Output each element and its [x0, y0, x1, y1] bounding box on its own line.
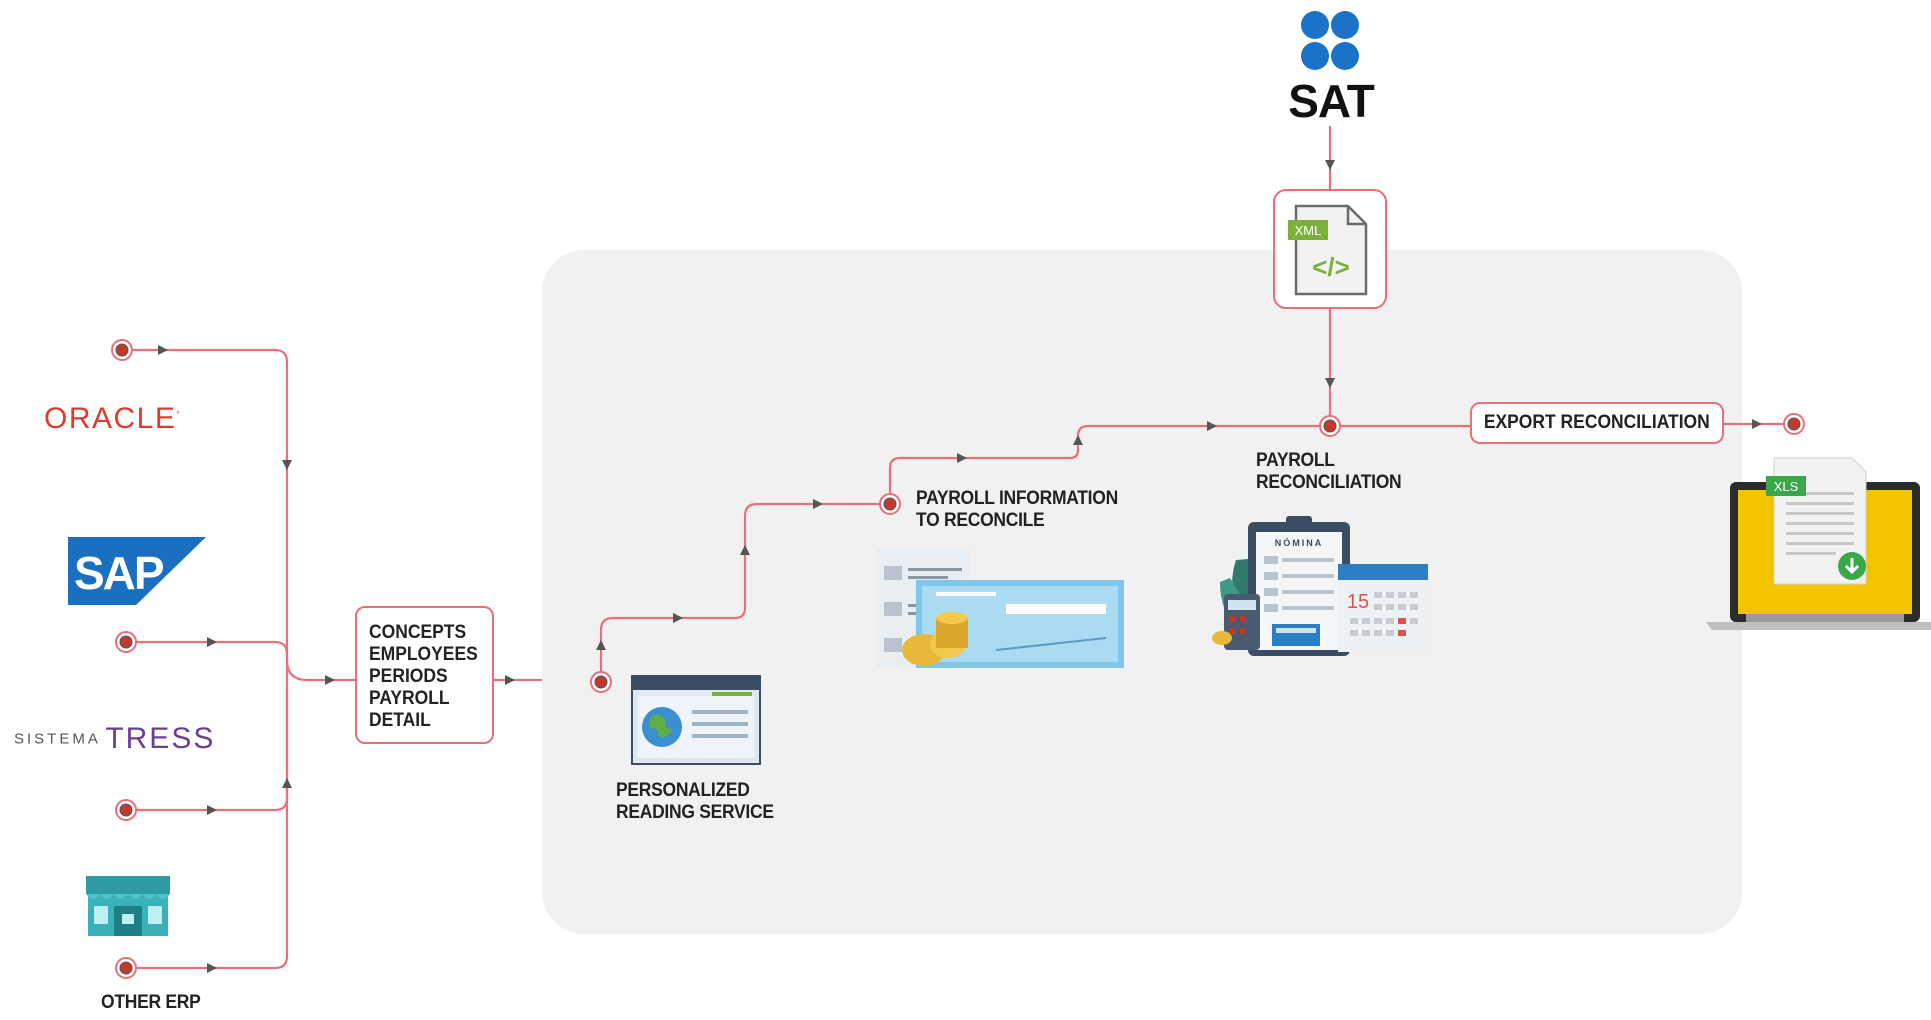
payroll-info-label: PAYROLL INFORMATION TO RECONCILE	[916, 488, 1118, 531]
sat-logo-dots	[1301, 11, 1359, 70]
xml-badge: XML	[1295, 223, 1322, 238]
extract-line-periods: PERIODS	[369, 666, 448, 687]
clipboard-calendar-icon: NÓMINA 15	[1212, 516, 1428, 656]
extract-line-concepts: CONCEPTS	[369, 622, 467, 643]
browser-globe-icon	[631, 675, 761, 765]
extract-data-box: CONCEPTS EMPLOYEES PERIODS PAYROLL DETAI…	[355, 606, 494, 744]
xml-file-icon: XML </>	[1273, 189, 1387, 309]
nomina-label: NÓMINA	[1275, 537, 1324, 548]
process-nodes	[590, 413, 1805, 693]
xls-badge: XLS	[1774, 479, 1799, 494]
sap-logo: SAP ®	[68, 537, 206, 605]
sat-logo-text: SAT	[1288, 75, 1375, 127]
payroll-reconciliation-label: PAYROLL RECONCILIATION	[1256, 450, 1402, 493]
process-panel	[542, 250, 1742, 934]
tress-logo: SISTEMA TRESS	[14, 722, 216, 755]
export-reconciliation-label: EXPORT RECONCILIATION	[1484, 412, 1710, 433]
source-nodes	[111, 339, 137, 979]
oracle-logo: ORACLE°	[44, 402, 182, 435]
xml-code-symbol: </>	[1312, 252, 1350, 282]
extract-line-detail: DETAIL	[369, 710, 431, 731]
svg-text:®: ®	[154, 596, 160, 605]
process-connectors	[599, 126, 1794, 682]
extract-line-payroll: PAYROLL	[369, 688, 450, 709]
export-reconciliation-button[interactable]: EXPORT RECONCILIATION	[1470, 402, 1724, 444]
payroll-documents-icon	[876, 548, 1124, 668]
extract-line-employees: EMPLOYEES	[369, 644, 478, 665]
other-erp-label: OTHER ERP	[101, 992, 201, 1013]
laptop-download-icon: XLS	[1706, 457, 1931, 630]
svg-text:SAP: SAP	[74, 547, 164, 599]
calendar-day: 15	[1347, 591, 1369, 613]
process-arrows	[596, 160, 1762, 650]
source-arrows	[158, 345, 515, 973]
reading-service-label: PERSONALIZED READING SERVICE	[616, 780, 774, 823]
source-connectors	[122, 348, 542, 970]
store-icon	[86, 876, 170, 936]
